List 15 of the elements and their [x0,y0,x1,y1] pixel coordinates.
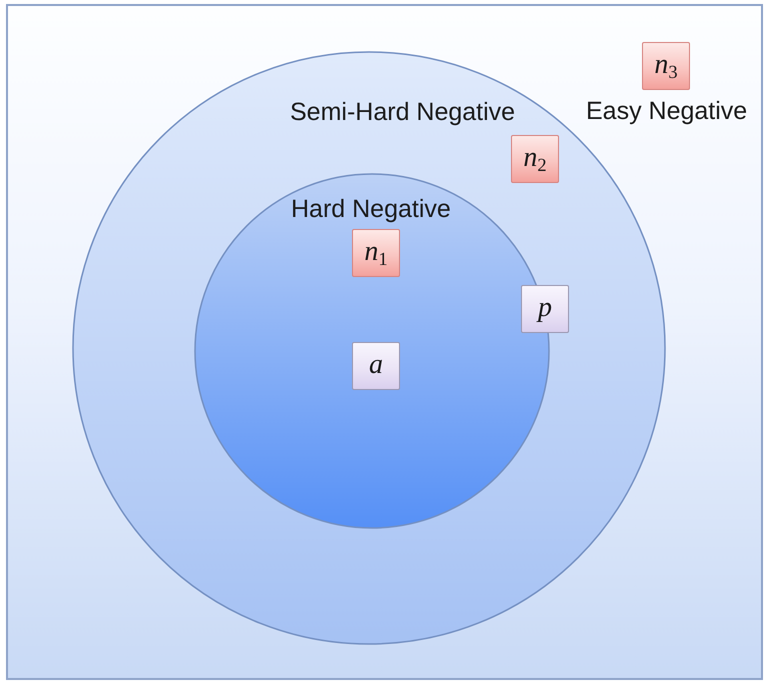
region-label: Hard Negative [291,197,451,222]
variable-label: a [369,350,383,382]
sample-box [352,229,400,277]
region-label: Semi-Hard Negative [290,100,516,125]
sample-box [352,342,400,390]
outer-region-panel [6,4,763,680]
variable-label: n$_{1}$ [364,238,388,268]
sample-box [521,285,569,333]
variable-label: n$_{2}$ [523,144,547,174]
variable-label: n$_{3}$ [654,50,678,82]
sample-box [511,135,559,183]
sample-box [642,42,690,90]
inner-circle-region [194,173,550,529]
region-label: Easy Negative [586,99,748,124]
variable-label: p [538,294,552,324]
